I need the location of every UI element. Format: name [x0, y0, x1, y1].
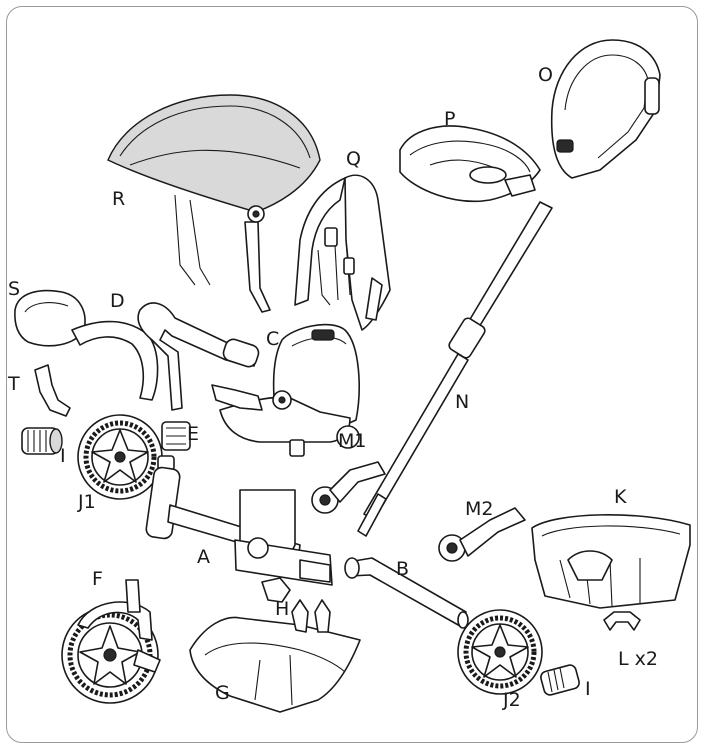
label-c: C — [266, 328, 280, 350]
part-b-rear-axle — [344, 557, 469, 629]
label-q: Q — [346, 148, 361, 170]
label-a: A — [197, 546, 210, 568]
part-j1-rear-wheel — [77, 414, 163, 500]
label-i-right: I — [585, 678, 591, 700]
label-j1: J1 — [78, 491, 96, 513]
diagram-frame — [6, 6, 698, 743]
part-t-bracket — [34, 364, 71, 417]
label-h: H — [275, 598, 290, 620]
part-a-frame — [145, 466, 333, 586]
label-m2: M2 — [465, 498, 494, 520]
label-k: K — [614, 486, 627, 508]
label-p: P — [444, 108, 456, 130]
part-l-clips — [603, 611, 641, 631]
part-f-front-wheel — [61, 579, 161, 704]
part-i-axle-cap-right — [540, 664, 580, 696]
part-o-push-handle — [550, 39, 661, 179]
part-g-footrest — [189, 599, 361, 713]
part-p-parent-tray — [399, 125, 541, 203]
part-q-seat-pad — [294, 174, 391, 331]
label-l: L x2 — [618, 648, 658, 670]
part-r-canopy — [107, 94, 321, 313]
label-n: N — [455, 391, 470, 413]
label-j2: J2 — [503, 689, 521, 711]
part-h-clip — [261, 577, 291, 603]
part-j2-rear-wheel — [457, 609, 543, 695]
part-m2-pedal — [438, 507, 526, 562]
part-i-axle-cap — [21, 427, 63, 455]
label-b: B — [396, 558, 410, 580]
part-k-basket — [531, 513, 691, 609]
label-f: F — [92, 568, 103, 590]
label-g: G — [215, 682, 230, 704]
label-m1: M1 — [338, 430, 367, 452]
part-e-collar — [157, 421, 191, 471]
label-e: E — [187, 423, 200, 445]
label-d: D — [110, 290, 125, 312]
label-i-left: I — [60, 445, 66, 467]
part-c-seat — [211, 323, 360, 457]
part-n-push-bar — [357, 201, 553, 537]
label-t: T — [8, 373, 20, 395]
part-m1-pedal — [311, 461, 386, 514]
part-s-front-bumper — [14, 289, 159, 401]
label-o: O — [538, 64, 553, 86]
part-d-handlebar — [137, 302, 260, 411]
label-r: R — [112, 188, 126, 210]
label-s: S — [8, 278, 21, 300]
